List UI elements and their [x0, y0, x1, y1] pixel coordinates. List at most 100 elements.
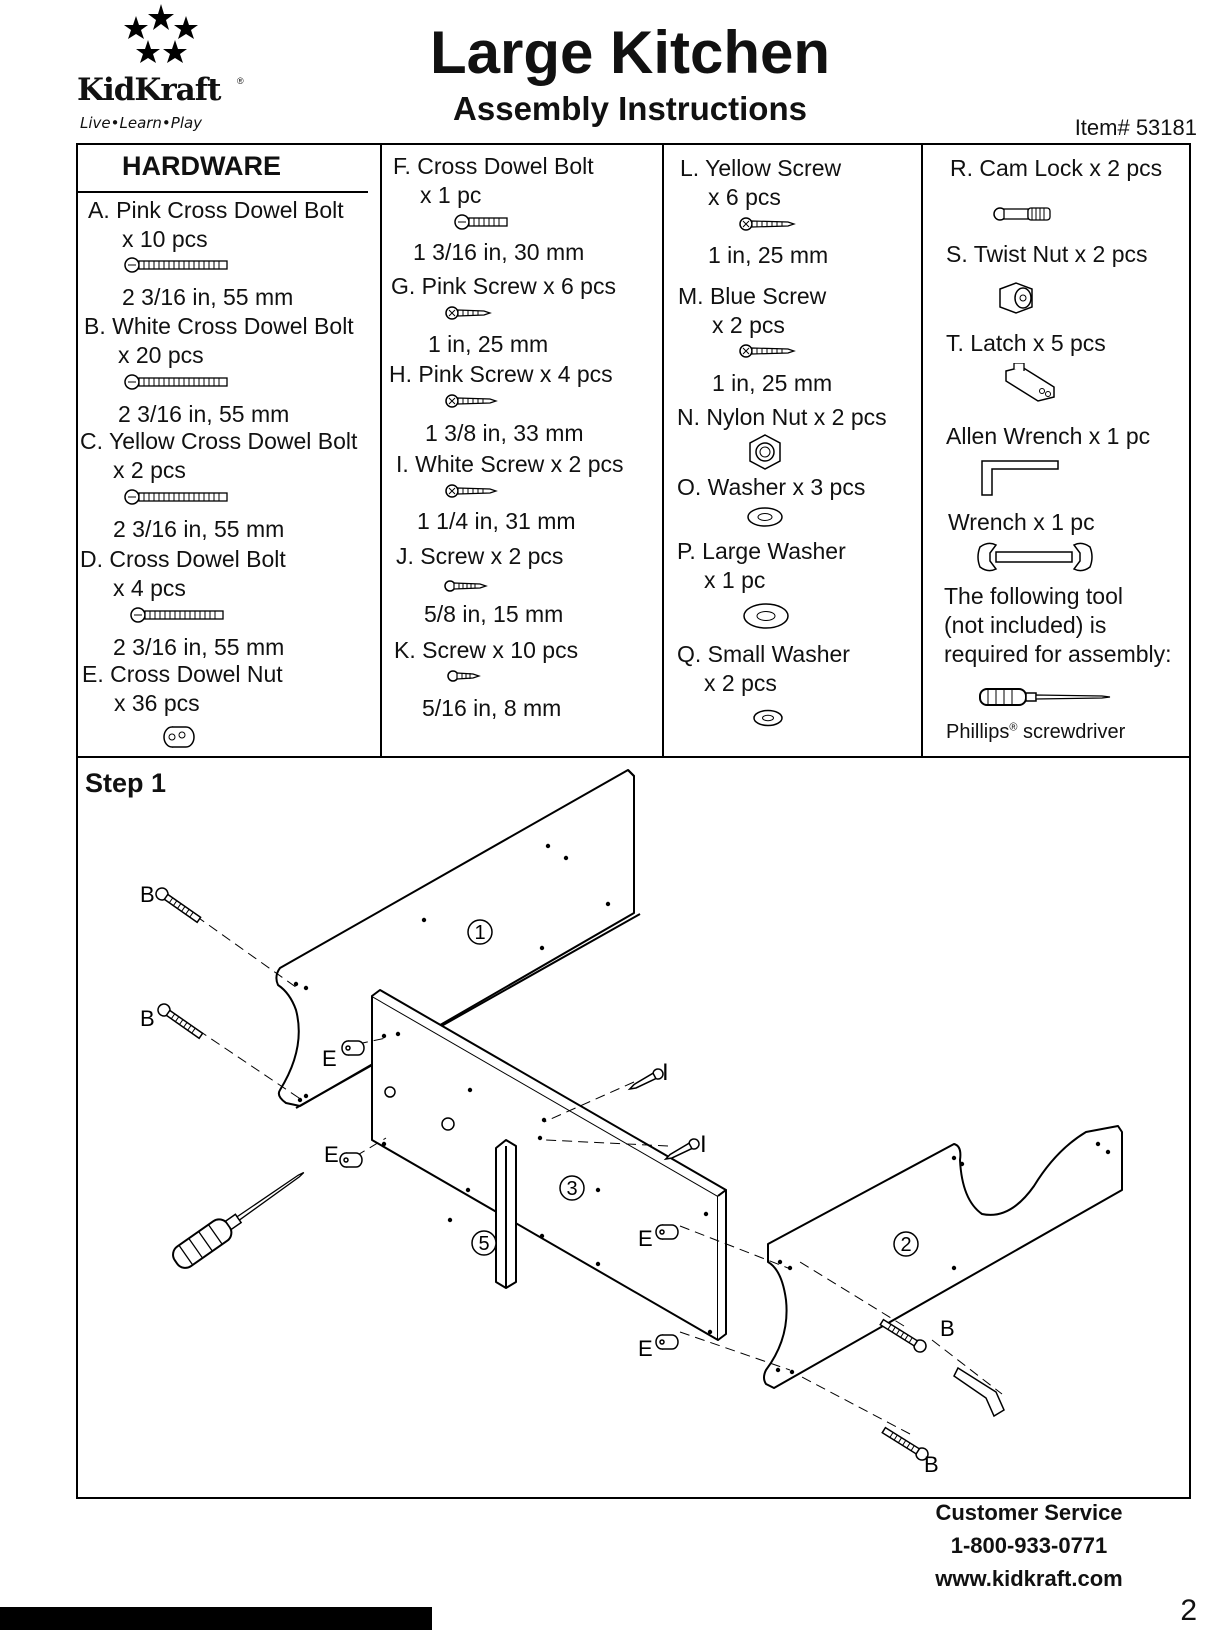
label-b: B [924, 1452, 939, 1477]
part-allen-name: Allen Wrench x 1 pc [946, 423, 1151, 449]
label-b: B [940, 1316, 955, 1341]
part-number-3: 3 [566, 1178, 577, 1200]
screw-icon [445, 306, 492, 320]
panel-2 [763, 1125, 1123, 1389]
part-number-2: 2 [900, 1234, 911, 1256]
label-e: E [638, 1336, 653, 1361]
part-j-size: 5/8 in, 15 mm [424, 601, 564, 627]
cam-lock-icon [993, 207, 1051, 221]
twist-nut-icon [999, 282, 1033, 314]
part-q-name: Q. Small Washer [677, 641, 850, 667]
allen-wrench-illustration [953, 1366, 1005, 1418]
part-p-name: P. Large Washer [677, 538, 846, 564]
screw-icon [739, 217, 796, 231]
cross-dowel-bolt-icon [130, 607, 224, 623]
cross-dowel-bolt-icon [454, 214, 508, 230]
label-i: I [662, 1059, 669, 1086]
part-o-name: O. Washer x 3 pcs [677, 474, 866, 500]
cross-dowel-nut-icon [163, 726, 195, 748]
page-subtitle: Assembly Instructions [453, 90, 807, 127]
cross-dowel-bolt-icon [124, 489, 228, 505]
cross-dowel-bolt-icon [124, 374, 228, 390]
panel-3-side-edge [717, 1189, 727, 1341]
part-f-size: 1 3/16 in, 30 mm [413, 239, 585, 265]
wrench-icon [977, 542, 1093, 572]
label-b: B [140, 1006, 155, 1031]
page-number: 2 [1180, 1594, 1197, 1627]
part-f-name: F. Cross Dowel Bolt [393, 153, 594, 179]
customer-service-phone: 1-800-933-0771 [950, 1533, 1108, 1558]
part-wrench-name: Wrench x 1 pc [948, 509, 1095, 535]
part-l-qty: x 6 pcs [708, 184, 781, 210]
cross-dowel-bolt-icon [124, 257, 228, 273]
hardware-panel: HARDWARE A. Pink Cross Dowel Bolt x 10 p… [76, 143, 1191, 758]
part-number-5: 5 [478, 1233, 489, 1255]
small-washer-icon [753, 709, 783, 727]
panel-3 [371, 995, 719, 1341]
label-e: E [638, 1226, 653, 1251]
part-k-name: K. Screw x 10 pcs [394, 637, 579, 663]
part-n-name: N. Nylon Nut x 2 pcs [677, 404, 887, 430]
label-i: I [700, 1131, 707, 1158]
part-number-1: 1 [474, 922, 485, 944]
part-c-size: 2 3/16 in, 55 mm [113, 516, 285, 542]
part-m-name: M. Blue Screw [678, 283, 827, 309]
screw-icon [445, 484, 498, 498]
brand-tagline: Live•Learn•Play [80, 114, 203, 132]
part-k-size: 5/16 in, 8 mm [422, 695, 562, 721]
page-title: Large Kitchen [429, 19, 831, 86]
part-m-qty: x 2 pcs [712, 312, 785, 338]
tool-name-text: Phillips [946, 721, 1010, 743]
label-e: E [324, 1142, 339, 1167]
part-l-name: L. Yellow Screw [680, 155, 842, 181]
customer-service-website[interactable]: www.kidkraft.com [935, 1566, 1123, 1591]
part-a-qty: x 10 pcs [122, 226, 208, 252]
screw-icon [445, 394, 498, 408]
screwdriver-illustration [172, 1171, 305, 1269]
column-divider [921, 145, 923, 756]
part-e-qty: x 36 pcs [114, 690, 200, 716]
washer-icon [747, 507, 783, 527]
latch-icon [1005, 363, 1055, 402]
hardware-heading-cell: HARDWARE [78, 145, 368, 193]
part-d-name: D. Cross Dowel Bolt [80, 546, 286, 572]
brand-logo: KidKraft [77, 72, 221, 108]
customer-service-title: Customer Service [935, 1500, 1123, 1525]
tool-note-line1: The following tool [944, 583, 1123, 609]
part-j-name: J. Screw x 2 pcs [396, 543, 564, 569]
tool-name-suffix: screwdriver [1017, 721, 1126, 743]
part-g-name: G. Pink Screw x 6 pcs [391, 273, 616, 299]
part-t-name: T. Latch x 5 pcs [946, 330, 1106, 356]
part-a-name: A. Pink Cross Dowel Bolt [88, 197, 344, 223]
large-washer-icon [743, 603, 789, 629]
registered-mark: ® [237, 76, 244, 86]
part-m-size: 1 in, 25 mm [712, 370, 833, 396]
part-b-name: B. White Cross Dowel Bolt [84, 313, 354, 339]
part-d-qty: x 4 pcs [113, 575, 186, 601]
part-l-size: 1 in, 25 mm [708, 242, 829, 268]
label-b: B [140, 882, 155, 907]
column-divider [662, 145, 664, 756]
part-p-qty: x 1 pc [704, 567, 766, 593]
phillips-screwdriver-icon [979, 688, 1111, 706]
part-g-size: 1 in, 25 mm [428, 331, 549, 357]
part-d-size: 2 3/16 in, 55 mm [113, 634, 285, 660]
part-c-qty: x 2 pcs [113, 457, 186, 483]
nylon-nut-icon [749, 434, 781, 470]
kidkraft-stars-icon [124, 4, 198, 63]
part-i-size: 1 1/4 in, 31 mm [417, 508, 576, 534]
part-a-size: 2 3/16 in, 55 mm [122, 284, 294, 310]
panel-1-edge [295, 913, 641, 1109]
part-r-name: R. Cam Lock x 2 pcs [950, 155, 1163, 181]
screw-icon [447, 670, 481, 682]
hardware-heading: HARDWARE [122, 151, 281, 181]
panel-1 [275, 769, 635, 1107]
part-f-qty: x 1 pc [420, 182, 482, 208]
registered-mark: ® [1009, 721, 1018, 734]
part-c-name: C. Yellow Cross Dowel Bolt [80, 428, 358, 454]
part-q-qty: x 2 pcs [704, 670, 777, 696]
tool-note-line3: required for assembly: [944, 641, 1172, 667]
item-number: Item# 53181 [1074, 115, 1197, 140]
part-b-size: 2 3/16 in, 55 mm [118, 401, 290, 427]
tool-name: Phillips® screwdriver [946, 722, 1125, 742]
